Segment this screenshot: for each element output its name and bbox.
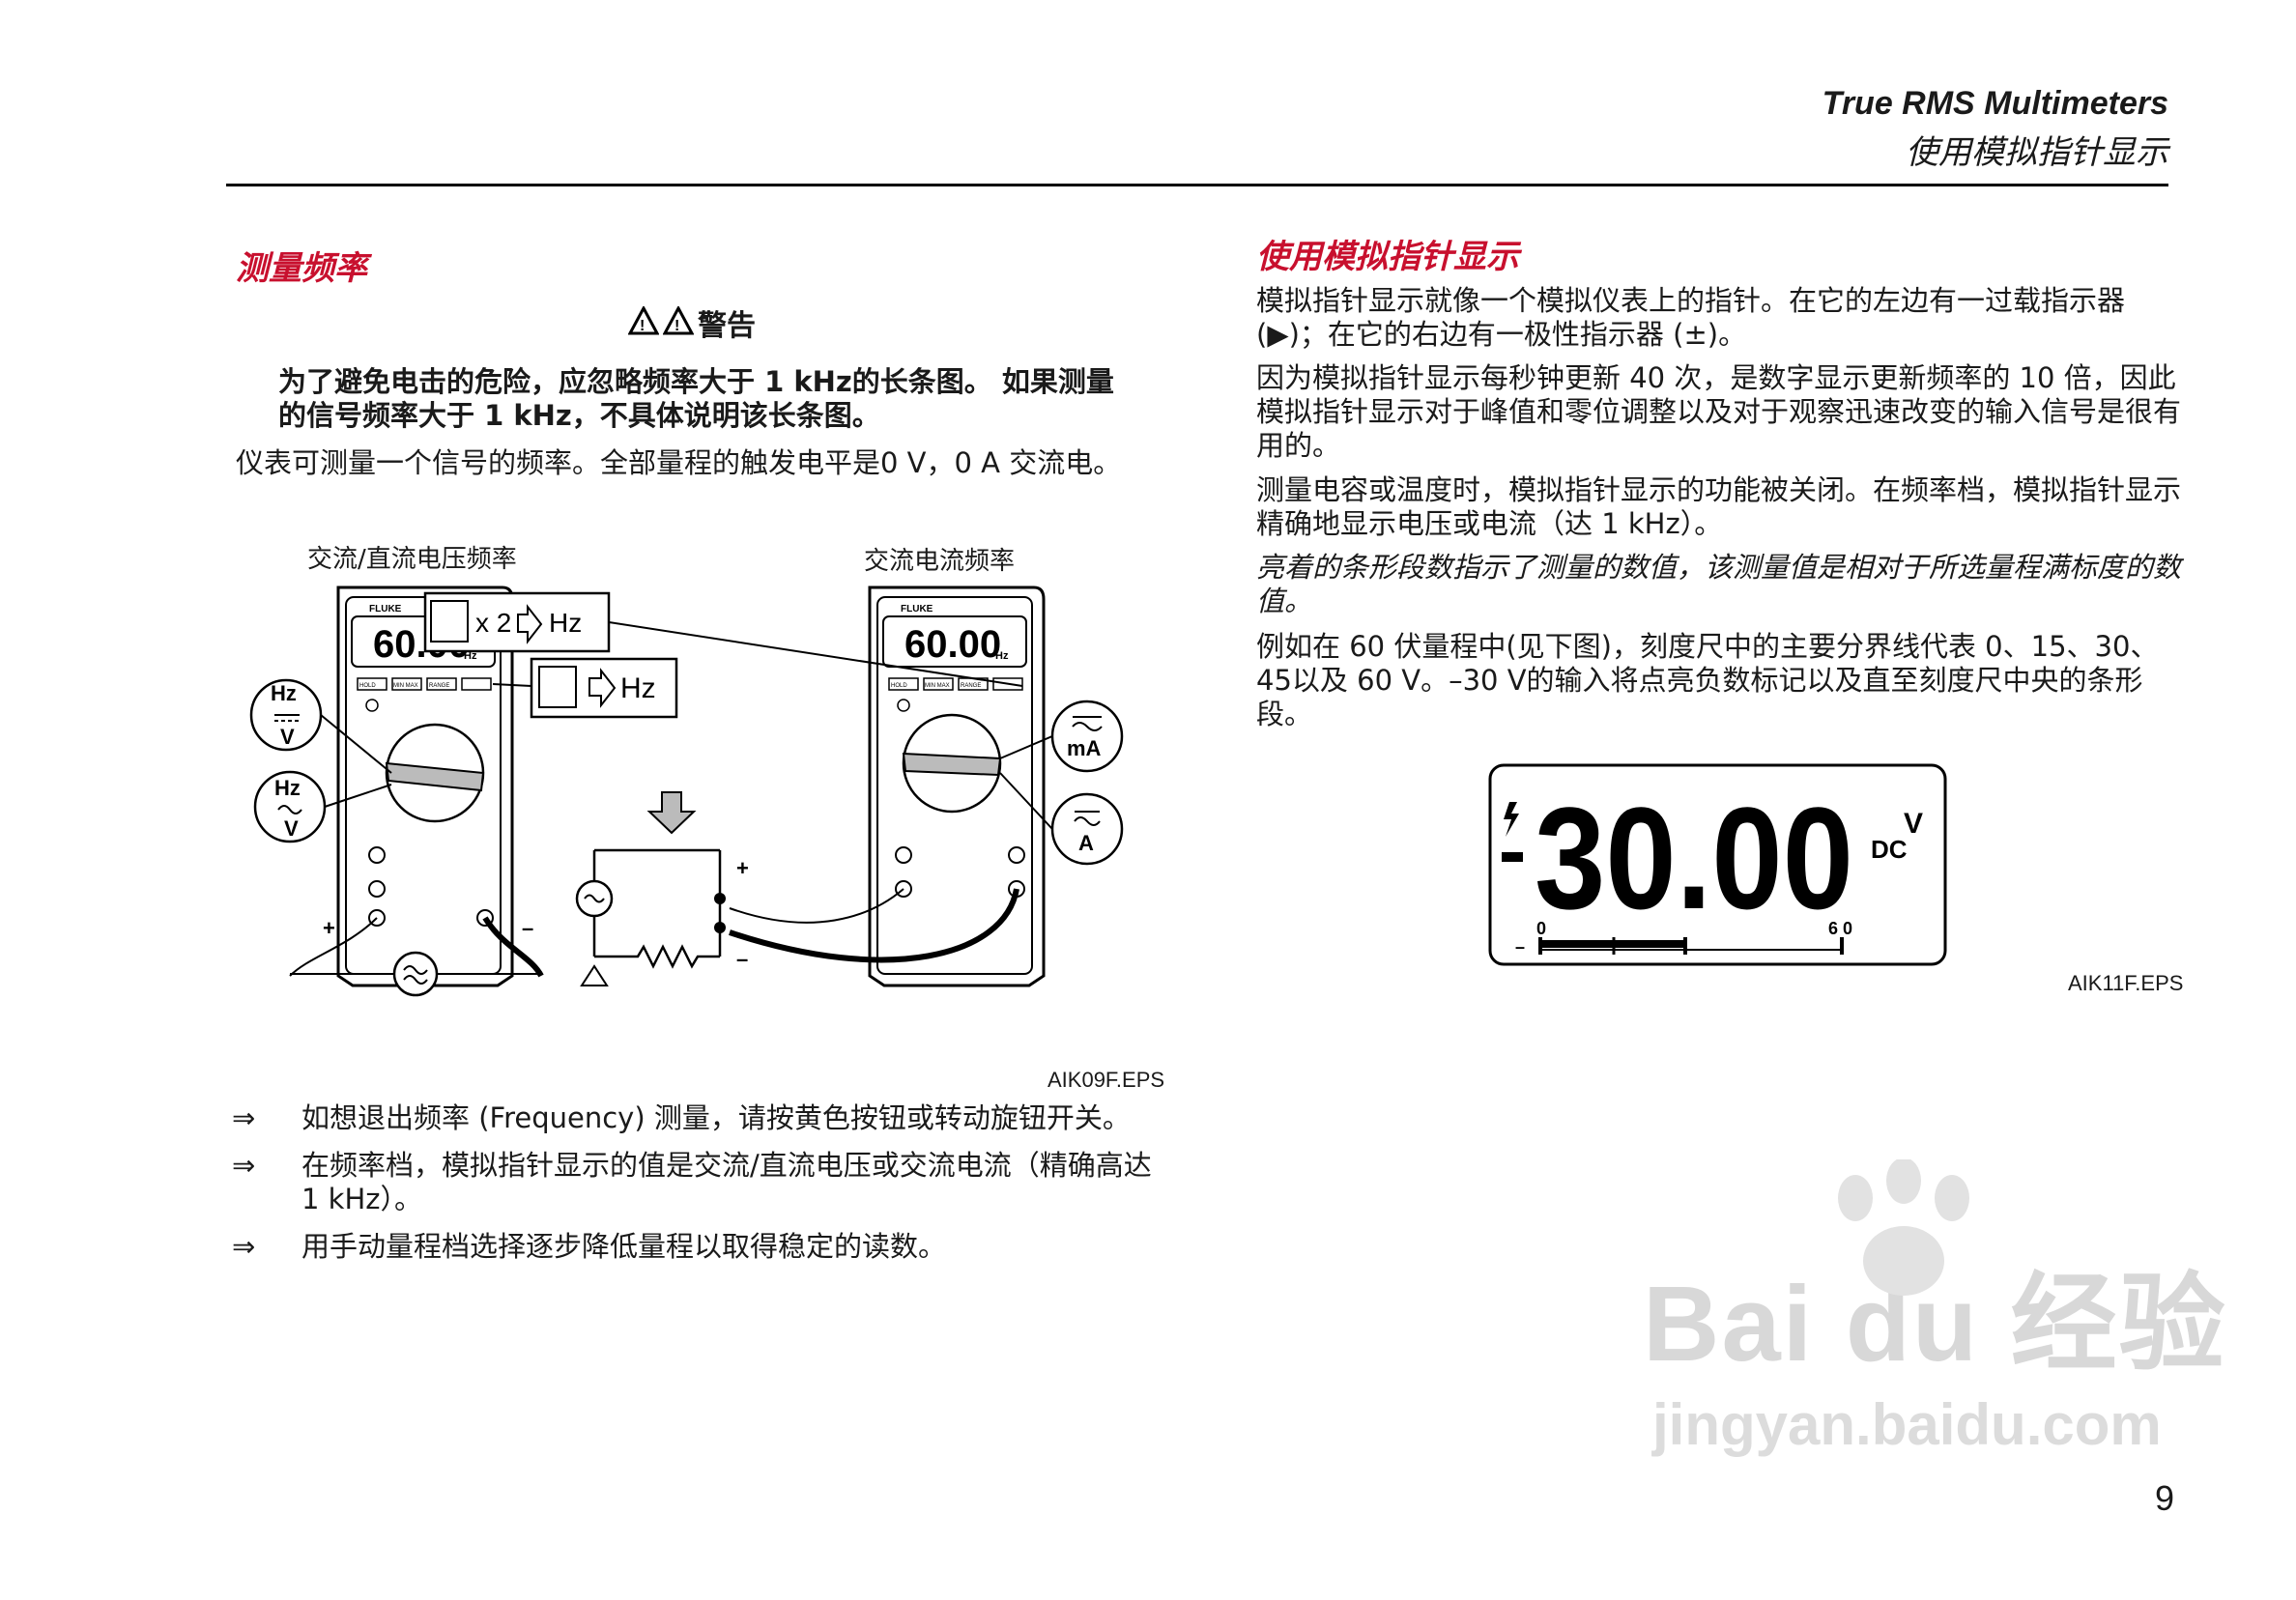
warning-title: 警告 xyxy=(698,309,756,343)
svg-text:!: ! xyxy=(640,318,645,334)
svg-text:Hz: Hz xyxy=(271,681,297,705)
brand-label: FLUKE xyxy=(369,604,402,614)
lcd-unit-v: V xyxy=(1904,808,1923,840)
svg-text:+: + xyxy=(323,916,335,940)
svg-text:–: – xyxy=(736,947,748,971)
svg-text:V: V xyxy=(284,816,299,841)
watermark-brand: Bai du 经验 xyxy=(1643,1265,2227,1384)
svg-text:MIN MAX: MIN MAX xyxy=(925,683,950,689)
frequency-notes-list: ⇒ 如想退出频率 (Frequency) 测量，请按黄色按钮或转动旋钮开关。 ⇒… xyxy=(232,1101,1160,1277)
analog-para-1: 模拟指针显示就像一个模拟仪表上的指针。在它的左边有一过载指示器 (▶)；在它的右… xyxy=(1256,284,2126,351)
analog-para-2: 因为模拟指针显示每秒钟更新 40 次，是数字显示更新频率的 10 倍，因此模拟指… xyxy=(1256,361,2182,462)
svg-text:A: A xyxy=(1078,831,1094,855)
analog-para-5: 例如在 60 伏量程中(见下图)，刻度尺中的主要分界线代表 0、15、30、45… xyxy=(1256,630,2159,730)
warning-text: 为了避免电击的危险，应忽略频率大于 1 kHz的长条图。 如果测量的信号频率大于… xyxy=(278,365,1114,432)
right-lcd-unit: Hz xyxy=(995,650,1009,662)
warning-triangle-icon: ! xyxy=(627,304,660,339)
lcd-display-illustration: 30.00 DC V 0 6 0 – xyxy=(1488,763,1947,966)
baidu-watermark: Bai du 经验 jingyan.baidu.com xyxy=(1643,1237,2227,1458)
hold-button-label: HOLD xyxy=(359,683,376,689)
lcd-negative-sign xyxy=(1502,852,1523,862)
svg-text:!: ! xyxy=(674,318,679,334)
svg-text:+: + xyxy=(736,856,749,880)
lcd-unit-dc: DC xyxy=(1871,835,1908,864)
figure-label-current-frequency: 交流电流频率 xyxy=(864,547,1016,576)
bullet-arrow-icon: ⇒ xyxy=(232,1230,256,1263)
minmax-button-label: MIN MAX xyxy=(393,683,418,689)
analog-para-3: 测量电容或温度时，模拟指针显示的功能被关闭。在频率档，模拟指针显示精确地显示电压… xyxy=(1256,473,2182,540)
svg-text:HOLD: HOLD xyxy=(891,683,907,689)
svg-text:Hz: Hz xyxy=(274,776,301,800)
watermark-url: jingyan.baidu.com xyxy=(1652,1392,2162,1457)
svg-text:V: V xyxy=(280,725,295,749)
scale-min-label: 0 xyxy=(1536,919,1546,938)
bullet-arrow-icon: ⇒ xyxy=(232,1101,256,1134)
page-number: 9 xyxy=(2154,1478,2174,1518)
section-title-frequency: 测量频率 xyxy=(236,249,367,288)
overload-lightning-icon xyxy=(1504,802,1519,837)
lcd-reading: 30.00 xyxy=(1535,777,1853,939)
list-item: ⇒ 用手动量程档选择逐步降低量程以取得稳定的读数。 xyxy=(232,1230,947,1263)
svg-text:RANGE: RANGE xyxy=(961,683,981,689)
multimeter-frequency-figure: FLUKE 60.00 Hz HOLD MIN MAX RANGE Hz V H… xyxy=(249,586,1124,997)
left-multimeter: FLUKE 60.00 Hz HOLD MIN MAX RANGE xyxy=(336,586,514,987)
svg-text:mA: mA xyxy=(1067,736,1102,760)
svg-text:–: – xyxy=(522,916,533,940)
right-meter-lcd xyxy=(882,615,1027,668)
bar-minus-label: – xyxy=(1515,937,1525,957)
warning-heading: ! ! 警告 xyxy=(627,301,756,344)
list-item: ⇒ 在频率档，模拟指针显示的值是交流/直流电压或交流电流（精确高达 1 kHz）… xyxy=(232,1149,1152,1215)
range-button-label: RANGE xyxy=(429,683,449,689)
figure-caption-aik09f: AIK09F.EPS xyxy=(1048,1068,1165,1092)
analog-para-4: 亮着的条形段数指示了测量的数值，该测量值是相对于所选量程满标度的数值。 xyxy=(1256,551,2182,617)
list-item: ⇒ 如想退出频率 (Frequency) 测量，请按黄色按钮或转动旋钮开关。 xyxy=(232,1101,1131,1134)
section-title-analog-display: 使用模拟指针显示 xyxy=(1256,238,1519,276)
scale-max-label: 6 0 xyxy=(1828,919,1852,938)
figure-label-voltage-frequency: 交流/直流电压频率 xyxy=(307,545,517,574)
figure-caption-aik11f: AIK11F.EPS xyxy=(2068,971,2184,995)
frequency-intro: 仪表可测量一个信号的频率。全部量程的触发电平是0 V，0 A 交流电。 xyxy=(236,446,1122,479)
header-title-zh: 使用模拟指针显示 xyxy=(1906,133,2168,172)
svg-text:FLUKE: FLUKE xyxy=(901,604,933,614)
warning-triangle-icon: ! xyxy=(662,304,695,339)
svg-text:Hz: Hz xyxy=(620,672,656,704)
left-lcd-unit: Hz xyxy=(464,650,477,662)
svg-text:x 2: x 2 xyxy=(475,608,511,638)
bullet-arrow-icon: ⇒ xyxy=(232,1149,256,1182)
paw-logo-icon xyxy=(1817,1157,2010,1308)
right-multimeter: FLUKE 60.00 Hz HOLD MIN MAX RANGE xyxy=(868,586,1046,987)
header-title-en: True RMS Multimeters xyxy=(1822,85,2168,122)
right-lcd-value: 60.00 xyxy=(904,623,1001,666)
header-rule xyxy=(226,184,2168,186)
svg-text:Hz: Hz xyxy=(549,608,582,638)
